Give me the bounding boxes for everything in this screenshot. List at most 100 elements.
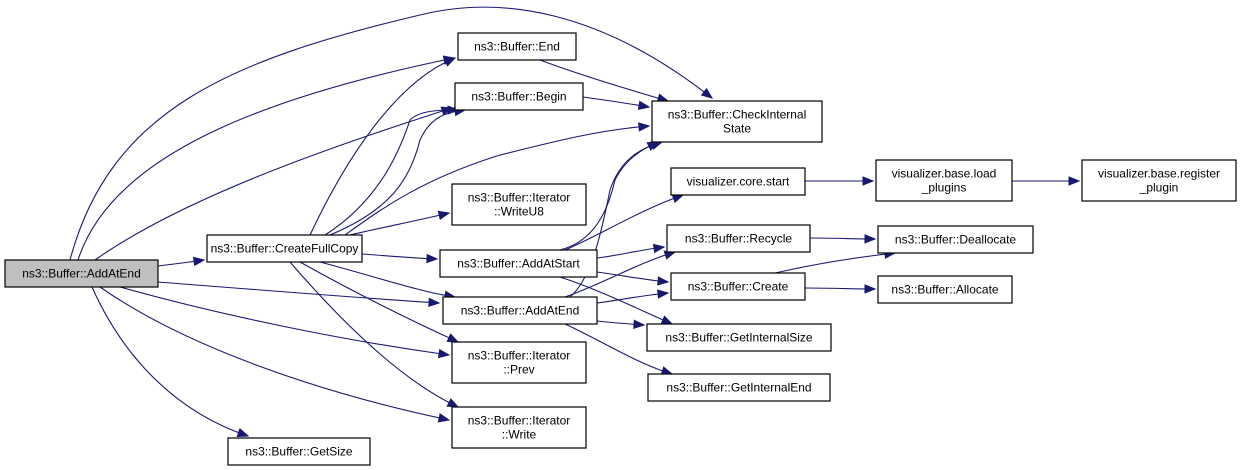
node-box [454,82,584,111]
arrowhead-icon [428,297,441,308]
node-prev[interactable]: ns3::Buffer::Iterator::Prev [451,341,587,384]
node-dealloc[interactable]: ns3::Buffer::Deallocate [877,225,1034,254]
node-box [875,159,1013,202]
edge-root-to-end [77,55,456,261]
node-label: ns3::Buffer::Iterator [468,414,571,428]
arrowhead-icon [660,315,674,325]
edge-line [361,253,438,260]
node-regplugin[interactable]: visualizer.base.register_plugin [1081,159,1237,202]
node-label: visualizer.base.register [1098,167,1220,181]
edge-line [559,141,659,251]
node-recycle[interactable]: ns3::Buffer::Recycle [666,224,811,253]
arrowhead-icon [437,210,451,221]
node-create[interactable]: ns3::Buffer::Create [670,272,806,301]
edge-line [119,286,450,356]
node-label: State [723,122,751,136]
node-writeu8[interactable]: ns3::Buffer::Iterator::WriteU8 [451,183,587,226]
node-box [206,234,363,263]
edge-line [774,252,896,274]
node-label: _plugins [921,181,967,195]
arrowhead-icon [236,428,250,437]
node-box [442,296,598,325]
node-box [666,224,811,253]
edge-root-to-getsize [91,286,250,437]
node-box [877,225,1034,254]
arrowhead-icon [192,256,206,267]
arrowhead-icon [637,100,651,110]
edge-root-to-write [99,286,451,423]
node-box [451,183,587,226]
edge-createfull-to-end [309,57,457,236]
edge-line [344,125,650,236]
edge-line [349,212,450,236]
arrowhead-icon [446,333,460,343]
edge-addatend2-to-recycle [564,250,677,298]
node-createfull[interactable]: ns3::Buffer::CreateFullCopy [206,234,363,263]
arrowhead-icon [657,289,670,299]
node-box [4,259,159,288]
edge-create-to-dealloc [774,249,897,274]
edge-line [324,109,459,236]
node-box [439,249,598,278]
edge-line [596,271,669,283]
arrowhead-icon [437,413,451,423]
arrowhead-icon [700,87,714,99]
node-label: ns3::Buffer::Deallocate [895,233,1017,247]
edge-addatstart-to-recycle [596,243,666,259]
node-label: ns3::Buffer::Create [688,280,789,294]
node-write[interactable]: ns3::Buffer::Iterator::Write [451,406,587,449]
edge-addatstart-to-create [596,271,670,286]
arrowhead-icon [864,234,877,244]
node-corestart[interactable]: visualizer.core.start [670,167,806,196]
node-box [451,341,587,384]
edge-addatend2-to-create [596,289,670,304]
node-label: ns3::Buffer::GetInternalEnd [666,381,811,395]
edge-line [564,194,684,251]
edge-root-to-prev [119,286,451,359]
node-label: ns3::Buffer::CheckInternal [668,108,807,122]
node-label: _plugin [1139,181,1179,195]
node-label: ns3::Buffer::GetSize [245,445,352,459]
node-getintsize[interactable]: ns3::Buffer::GetInternalSize [646,323,832,352]
edge-line [94,107,453,261]
edge-createfull-to-check [344,122,651,236]
node-box [651,100,823,143]
arrowhead-icon [437,348,451,359]
edge-recycle-to-dealloc [809,234,877,244]
node-label: ns3::Buffer::Iterator [468,349,571,363]
edge-createfull-to-addatend2 [319,261,457,300]
node-label: ns3::Buffer::AddAtStart [457,257,580,271]
node-loadplugins[interactable]: visualizer.base.load_plugins [875,159,1013,202]
node-addatend2[interactable]: ns3::Buffer::AddAtEnd [442,296,598,325]
node-box [670,272,806,301]
edge-loadplugins-to-regplugin [1011,176,1081,186]
edge-corestart-to-loadplugins [804,176,875,186]
arrowhead-icon [862,176,875,186]
node-box [1081,159,1237,202]
node-alloc[interactable]: ns3::Buffer::Allocate [877,275,1013,304]
node-addatstart[interactable]: ns3::Buffer::AddAtStart [439,249,598,278]
node-box [227,437,371,466]
node-label: ns3::Buffer::Begin [471,90,566,104]
node-box [647,373,831,402]
node-label: ns3::Buffer::End [474,40,560,54]
edge-line [329,109,466,236]
node-begin[interactable]: ns3::Buffer::Begin [454,82,584,111]
node-getintend[interactable]: ns3::Buffer::GetInternalEnd [647,373,831,402]
nodes-layer: ns3::Buffer::AddAtEnd ns3::Buffer::Create… [4,32,1237,466]
edge-root-to-createfull [157,256,206,267]
edge-line [596,292,669,304]
arrowhead-icon [864,284,877,294]
node-box [670,167,806,196]
arrowhead-icon [671,194,685,204]
node-label: ::Prev [503,363,534,377]
edge-line [91,286,249,437]
arrowhead-icon [426,253,439,264]
node-label: ::WriteU8 [494,205,544,219]
node-end[interactable]: ns3::Buffer::End [457,32,577,61]
edge-createfull-to-addatstart [361,253,439,264]
edge-line [539,59,669,102]
node-getsize[interactable]: ns3::Buffer::GetSize [227,437,371,466]
edges-layer [69,6,1081,437]
